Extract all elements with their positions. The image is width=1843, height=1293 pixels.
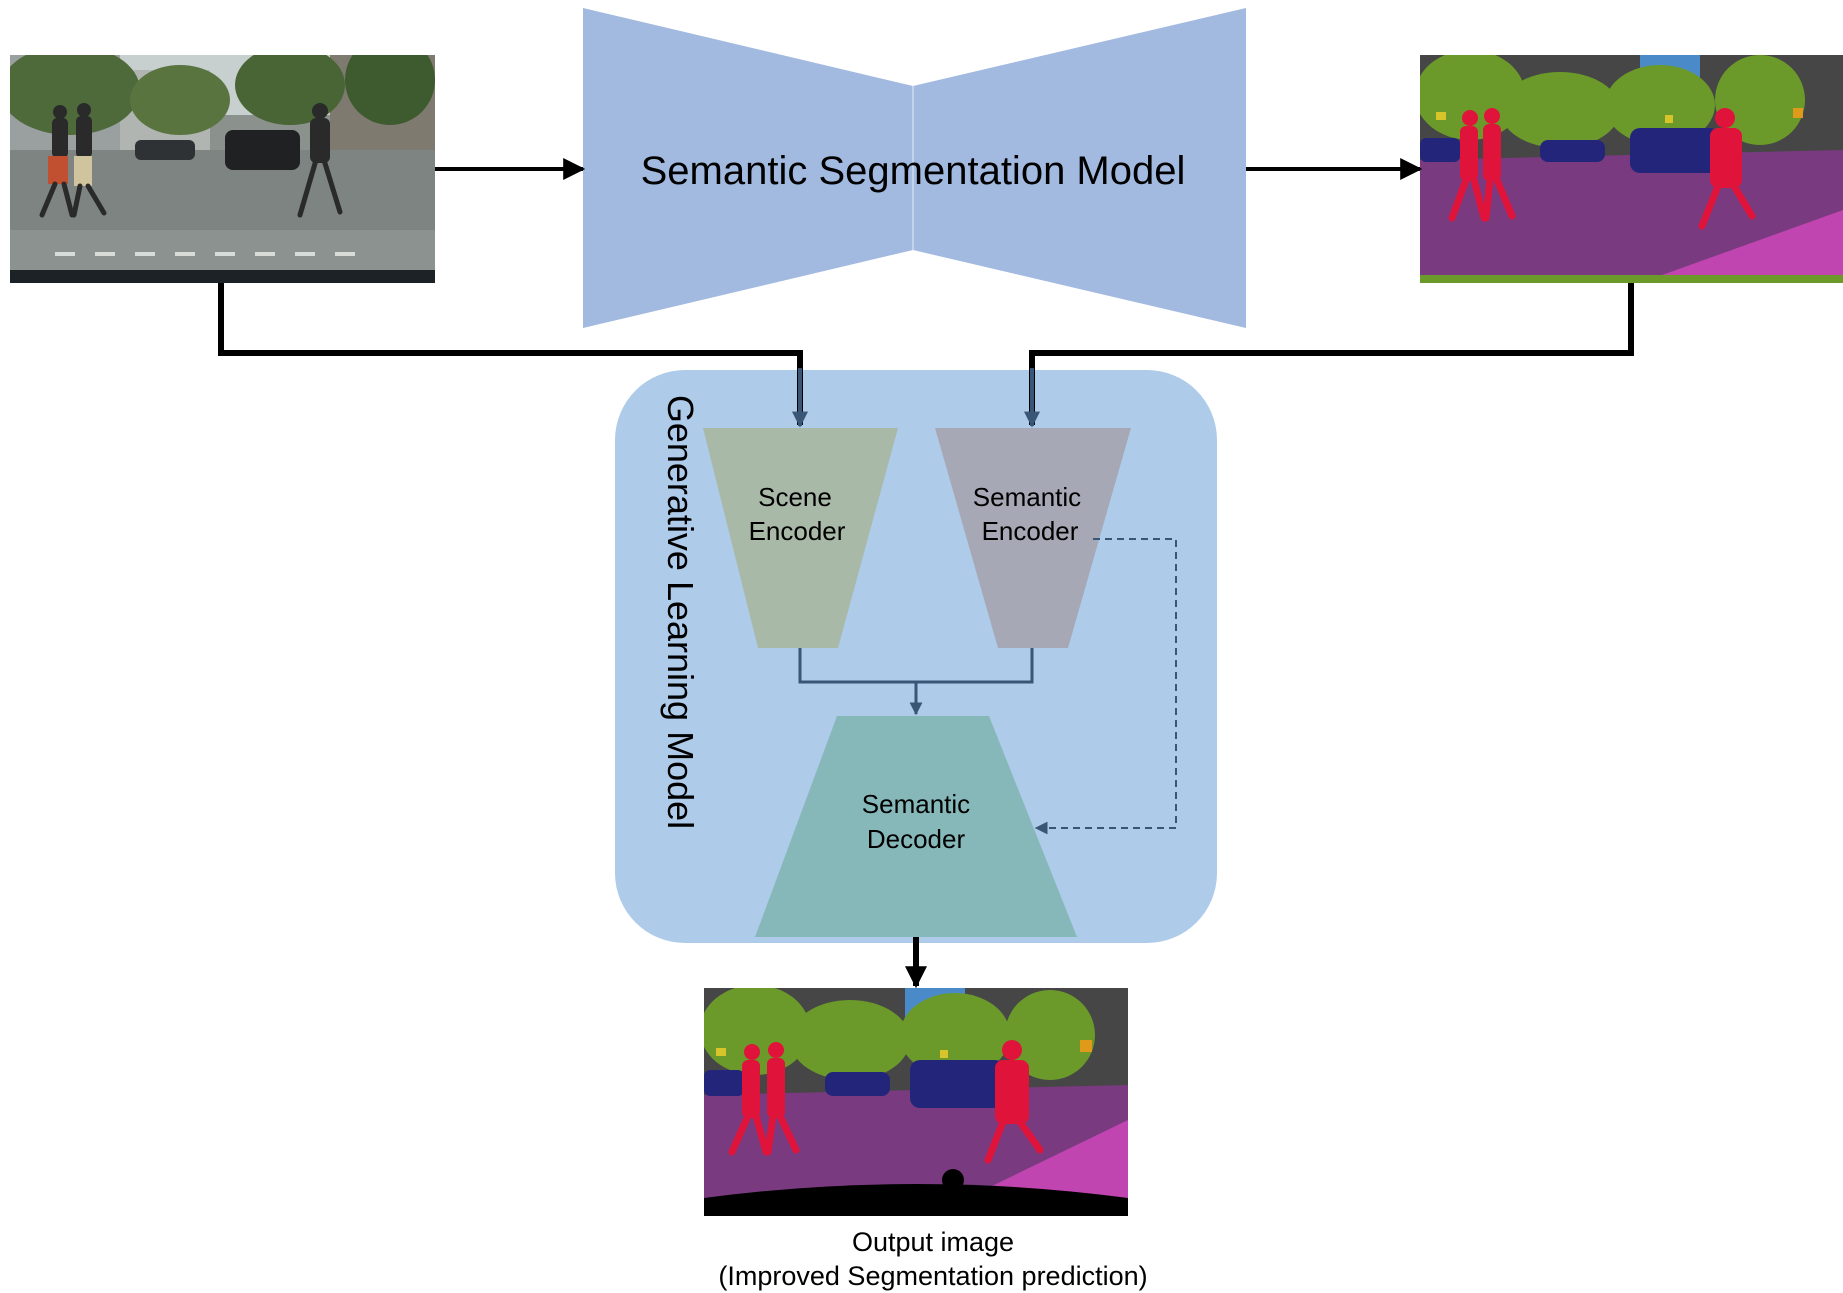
semantic-encoder-line1: Semantic [973,482,1081,512]
output-caption-line1: Output image [852,1227,1014,1257]
semantic-decoder-line2: Decoder [867,824,966,854]
segmentation-map [1420,55,1843,283]
semantic-decoder: Semantic Decoder [755,716,1077,937]
semantic-encoder-line2: Encoder [982,516,1079,546]
scene-encoder-line2: Encoder [749,516,846,546]
semantic-encoder: Semantic Encoder [935,428,1131,648]
output-image [704,988,1128,1216]
scene-encoder: Scene Encoder [703,428,898,648]
input-photo [10,55,435,283]
scene-encoder-line1: Scene [758,482,832,512]
semantic-decoder-line1: Semantic [862,789,970,819]
output-caption-line2: (Improved Segmentation prediction) [718,1261,1147,1291]
segmentation-model-label: Semantic Segmentation Model [641,149,1186,193]
skip-connection-dashed [1034,538,1177,835]
generative-model-label: Generative Learning Model [660,395,701,829]
segmentation-model: Semantic Segmentation Model [583,8,1246,328]
